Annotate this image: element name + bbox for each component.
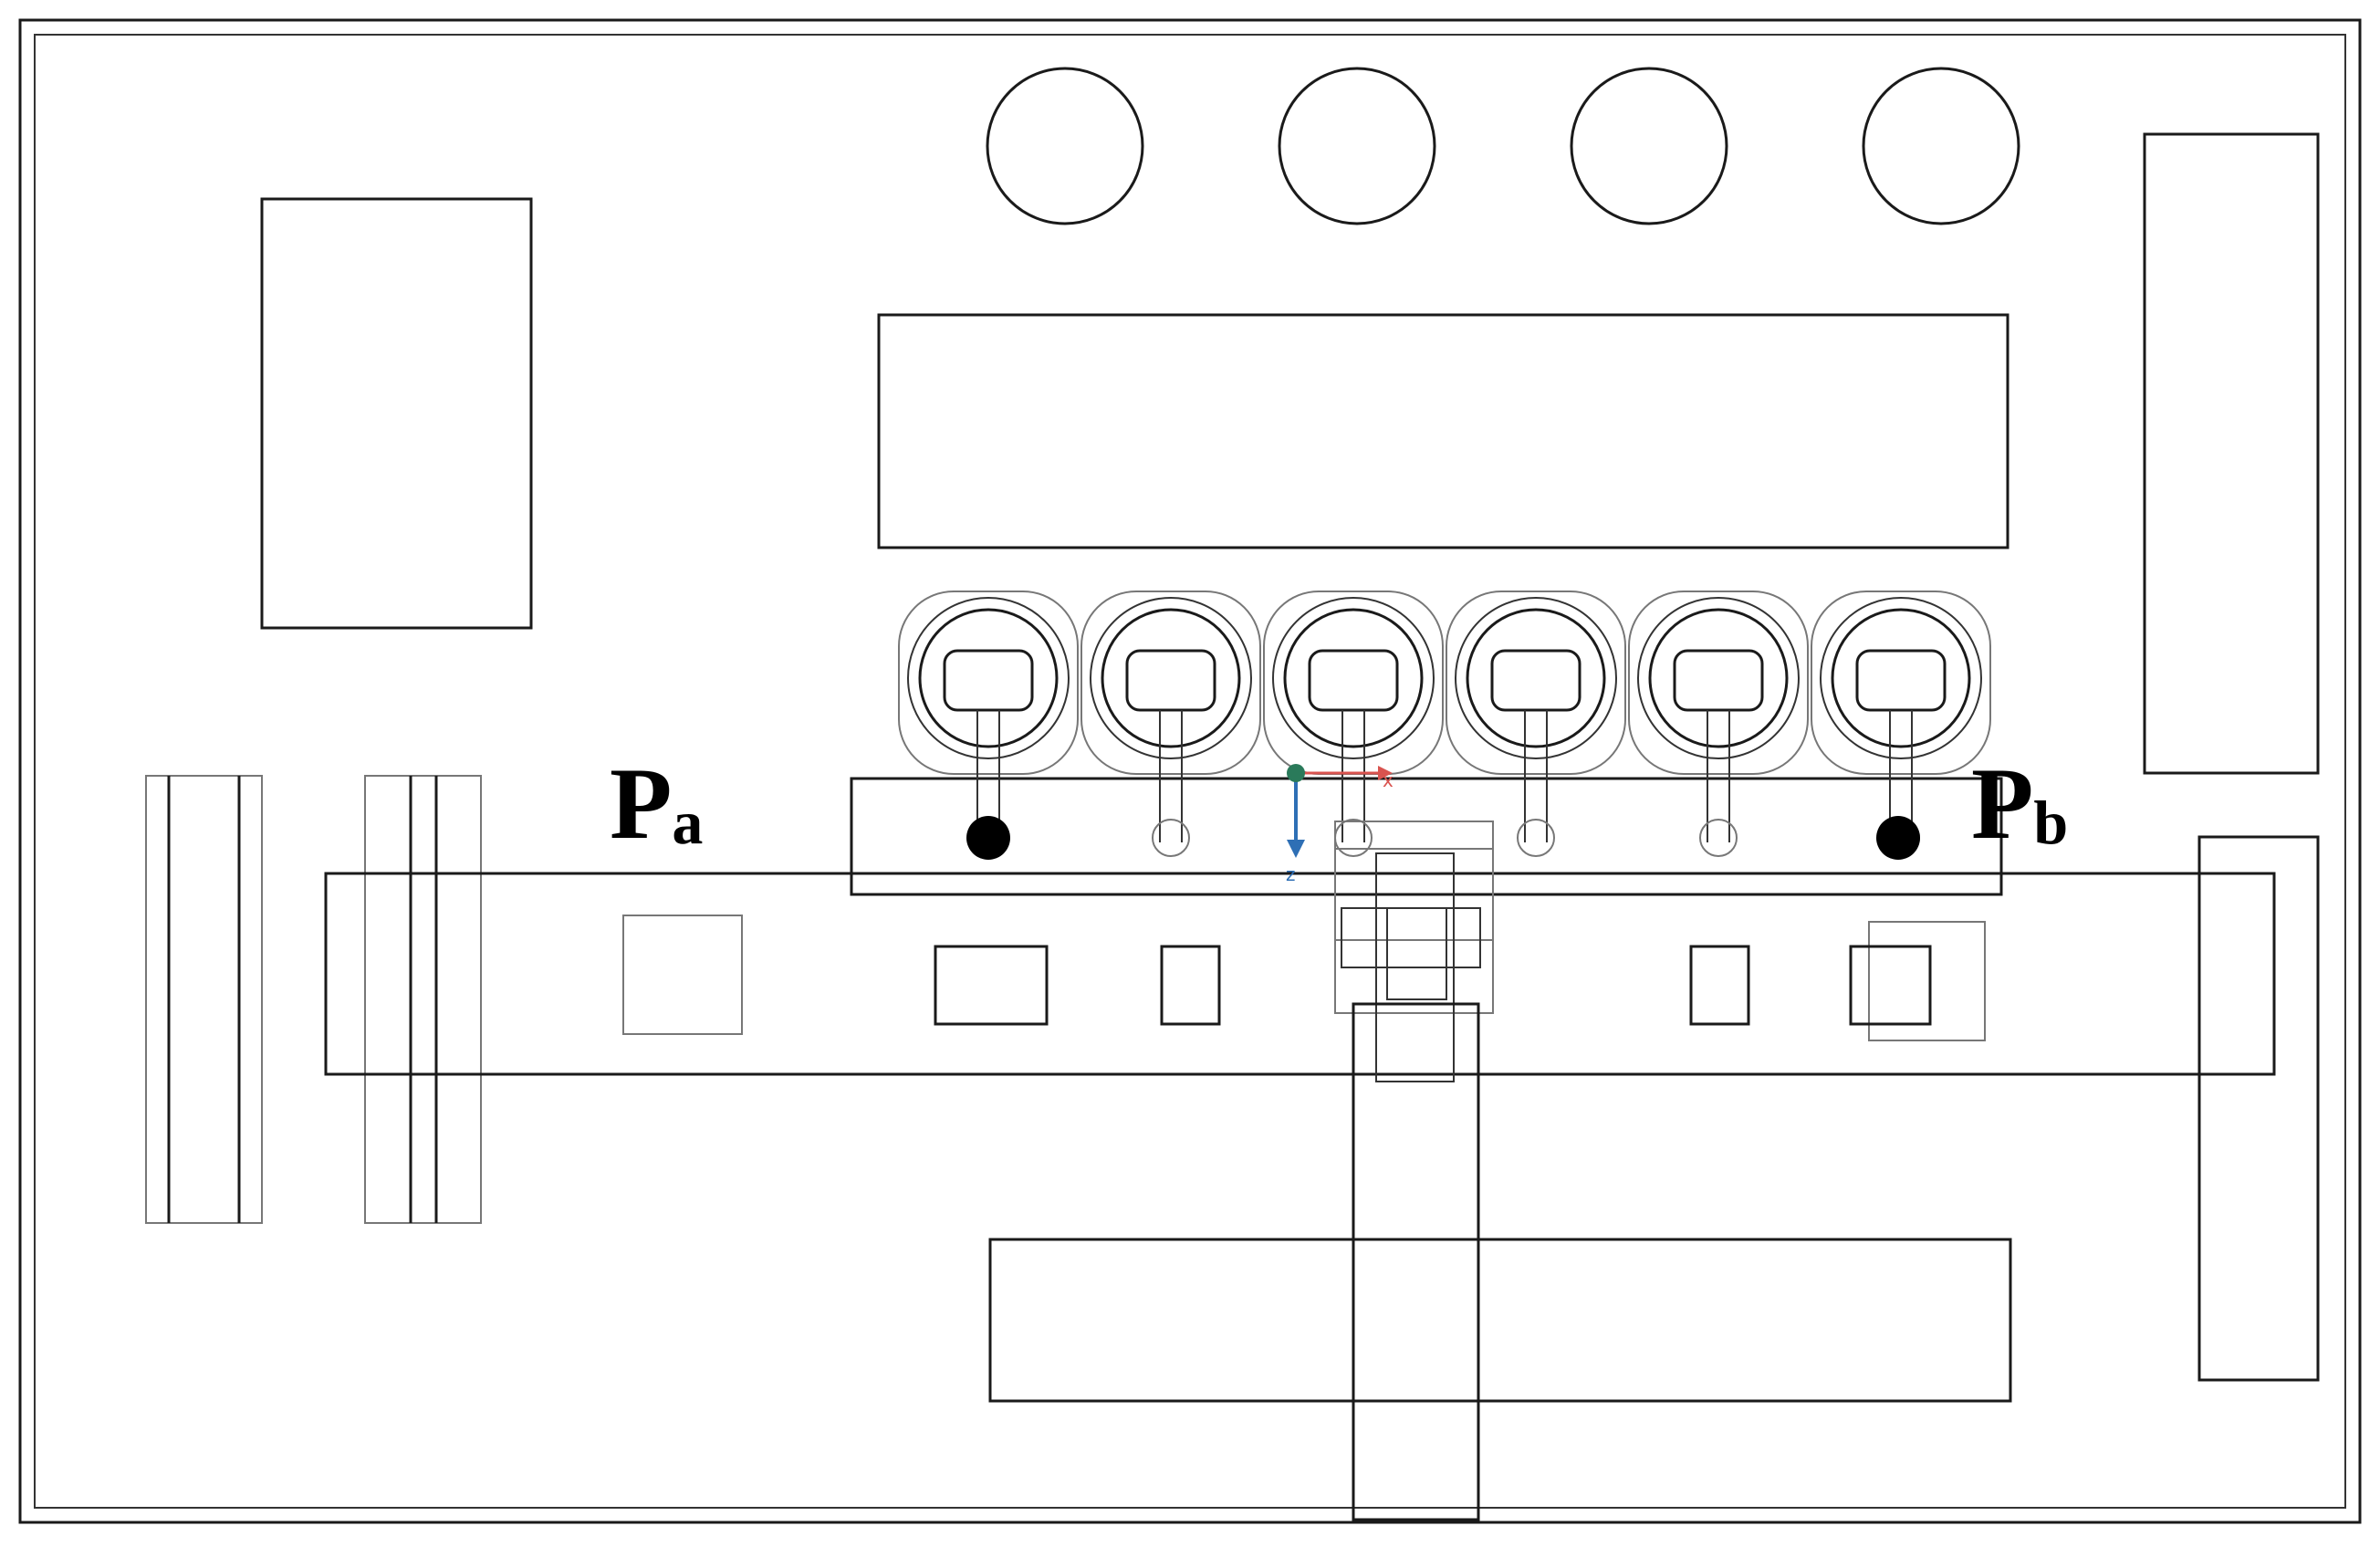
main-beam — [324, 872, 2276, 1076]
right-upper-panel — [2143, 132, 2320, 775]
nozzle-ring-outer — [1455, 597, 1617, 759]
nozzle-tip — [1699, 819, 1738, 857]
nozzle-ring-inner — [1283, 608, 1424, 748]
nozzle-housing — [1628, 591, 1809, 775]
nozzle-housing — [1080, 591, 1261, 775]
nozzle-tip — [1517, 819, 1555, 857]
nozzle-ring-inner — [918, 608, 1059, 748]
axis-gizmo: x z — [1286, 764, 1394, 885]
nozzle-ring-outer — [1090, 597, 1252, 759]
inner-frame — [34, 34, 2346, 1509]
pad-4 — [1689, 945, 1750, 1026]
top-circle-4 — [1862, 67, 2020, 225]
label-pa: Pa — [610, 747, 703, 861]
nozzle-ring-inner — [1831, 608, 1971, 748]
nozzle-ring-outer — [1820, 597, 1982, 759]
nozzle-head — [1673, 649, 1764, 712]
top-circle-2 — [1278, 67, 1436, 225]
z-axis-label: z — [1286, 863, 1296, 885]
point-pa-marker — [966, 816, 1010, 860]
nozzle-tip — [1152, 819, 1190, 857]
center-carriage — [1334, 821, 1494, 1521]
bottom-panel — [988, 1238, 2012, 1403]
nozzle-unit-4 — [1446, 591, 1626, 857]
x-axis-label: x — [1383, 769, 1394, 791]
nozzle-head — [943, 649, 1034, 712]
nozzle-housing — [1446, 591, 1626, 775]
nozzle-head — [1125, 649, 1216, 712]
pad-1 — [622, 915, 743, 1035]
pad-5-inner — [1849, 945, 1932, 1026]
nozzle-ring-outer — [1637, 597, 1800, 759]
nozzle-housing — [1811, 591, 1991, 775]
pad-5-outer — [1868, 921, 1986, 1041]
nozzle-ring-inner — [1101, 608, 1241, 748]
right-lower-panel — [2197, 835, 2320, 1382]
origin-point — [1287, 764, 1305, 782]
top-circles — [986, 67, 2020, 225]
nozzle-ring-outer — [1272, 597, 1435, 759]
nozzle-ring-inner — [1648, 608, 1789, 748]
outer-frame — [18, 18, 2362, 1524]
nozzle-tip — [1334, 819, 1373, 857]
nozzle-housing — [898, 591, 1079, 775]
nozzle-ring-outer — [907, 597, 1070, 759]
x-axis-arrowhead — [1378, 766, 1393, 780]
nozzle-head — [1490, 649, 1581, 712]
label-pb: Pb — [1971, 747, 2068, 861]
nozzle-unit-5 — [1628, 591, 1809, 857]
pad-2 — [934, 945, 1049, 1026]
nozzle-unit-3 — [1263, 591, 1444, 857]
pad-3 — [1160, 945, 1221, 1026]
z-axis-arrowhead — [1287, 840, 1305, 858]
nozzle-unit-2 — [1080, 591, 1261, 857]
point-pb-marker — [1876, 816, 1920, 860]
upper-panel — [877, 313, 2009, 549]
beam-pads — [622, 915, 1986, 1041]
nozzle-units — [898, 591, 1991, 857]
nozzle-carrier — [850, 777, 2003, 896]
left-rail-2 — [364, 775, 482, 1224]
nozzle-head — [1308, 649, 1399, 712]
nozzle-head — [1855, 649, 1947, 712]
top-left-block — [260, 197, 533, 630]
top-circle-3 — [1570, 67, 1728, 225]
nozzle-ring-inner — [1466, 608, 1606, 748]
left-rail-1 — [145, 775, 263, 1224]
top-circle-1 — [986, 67, 1144, 225]
